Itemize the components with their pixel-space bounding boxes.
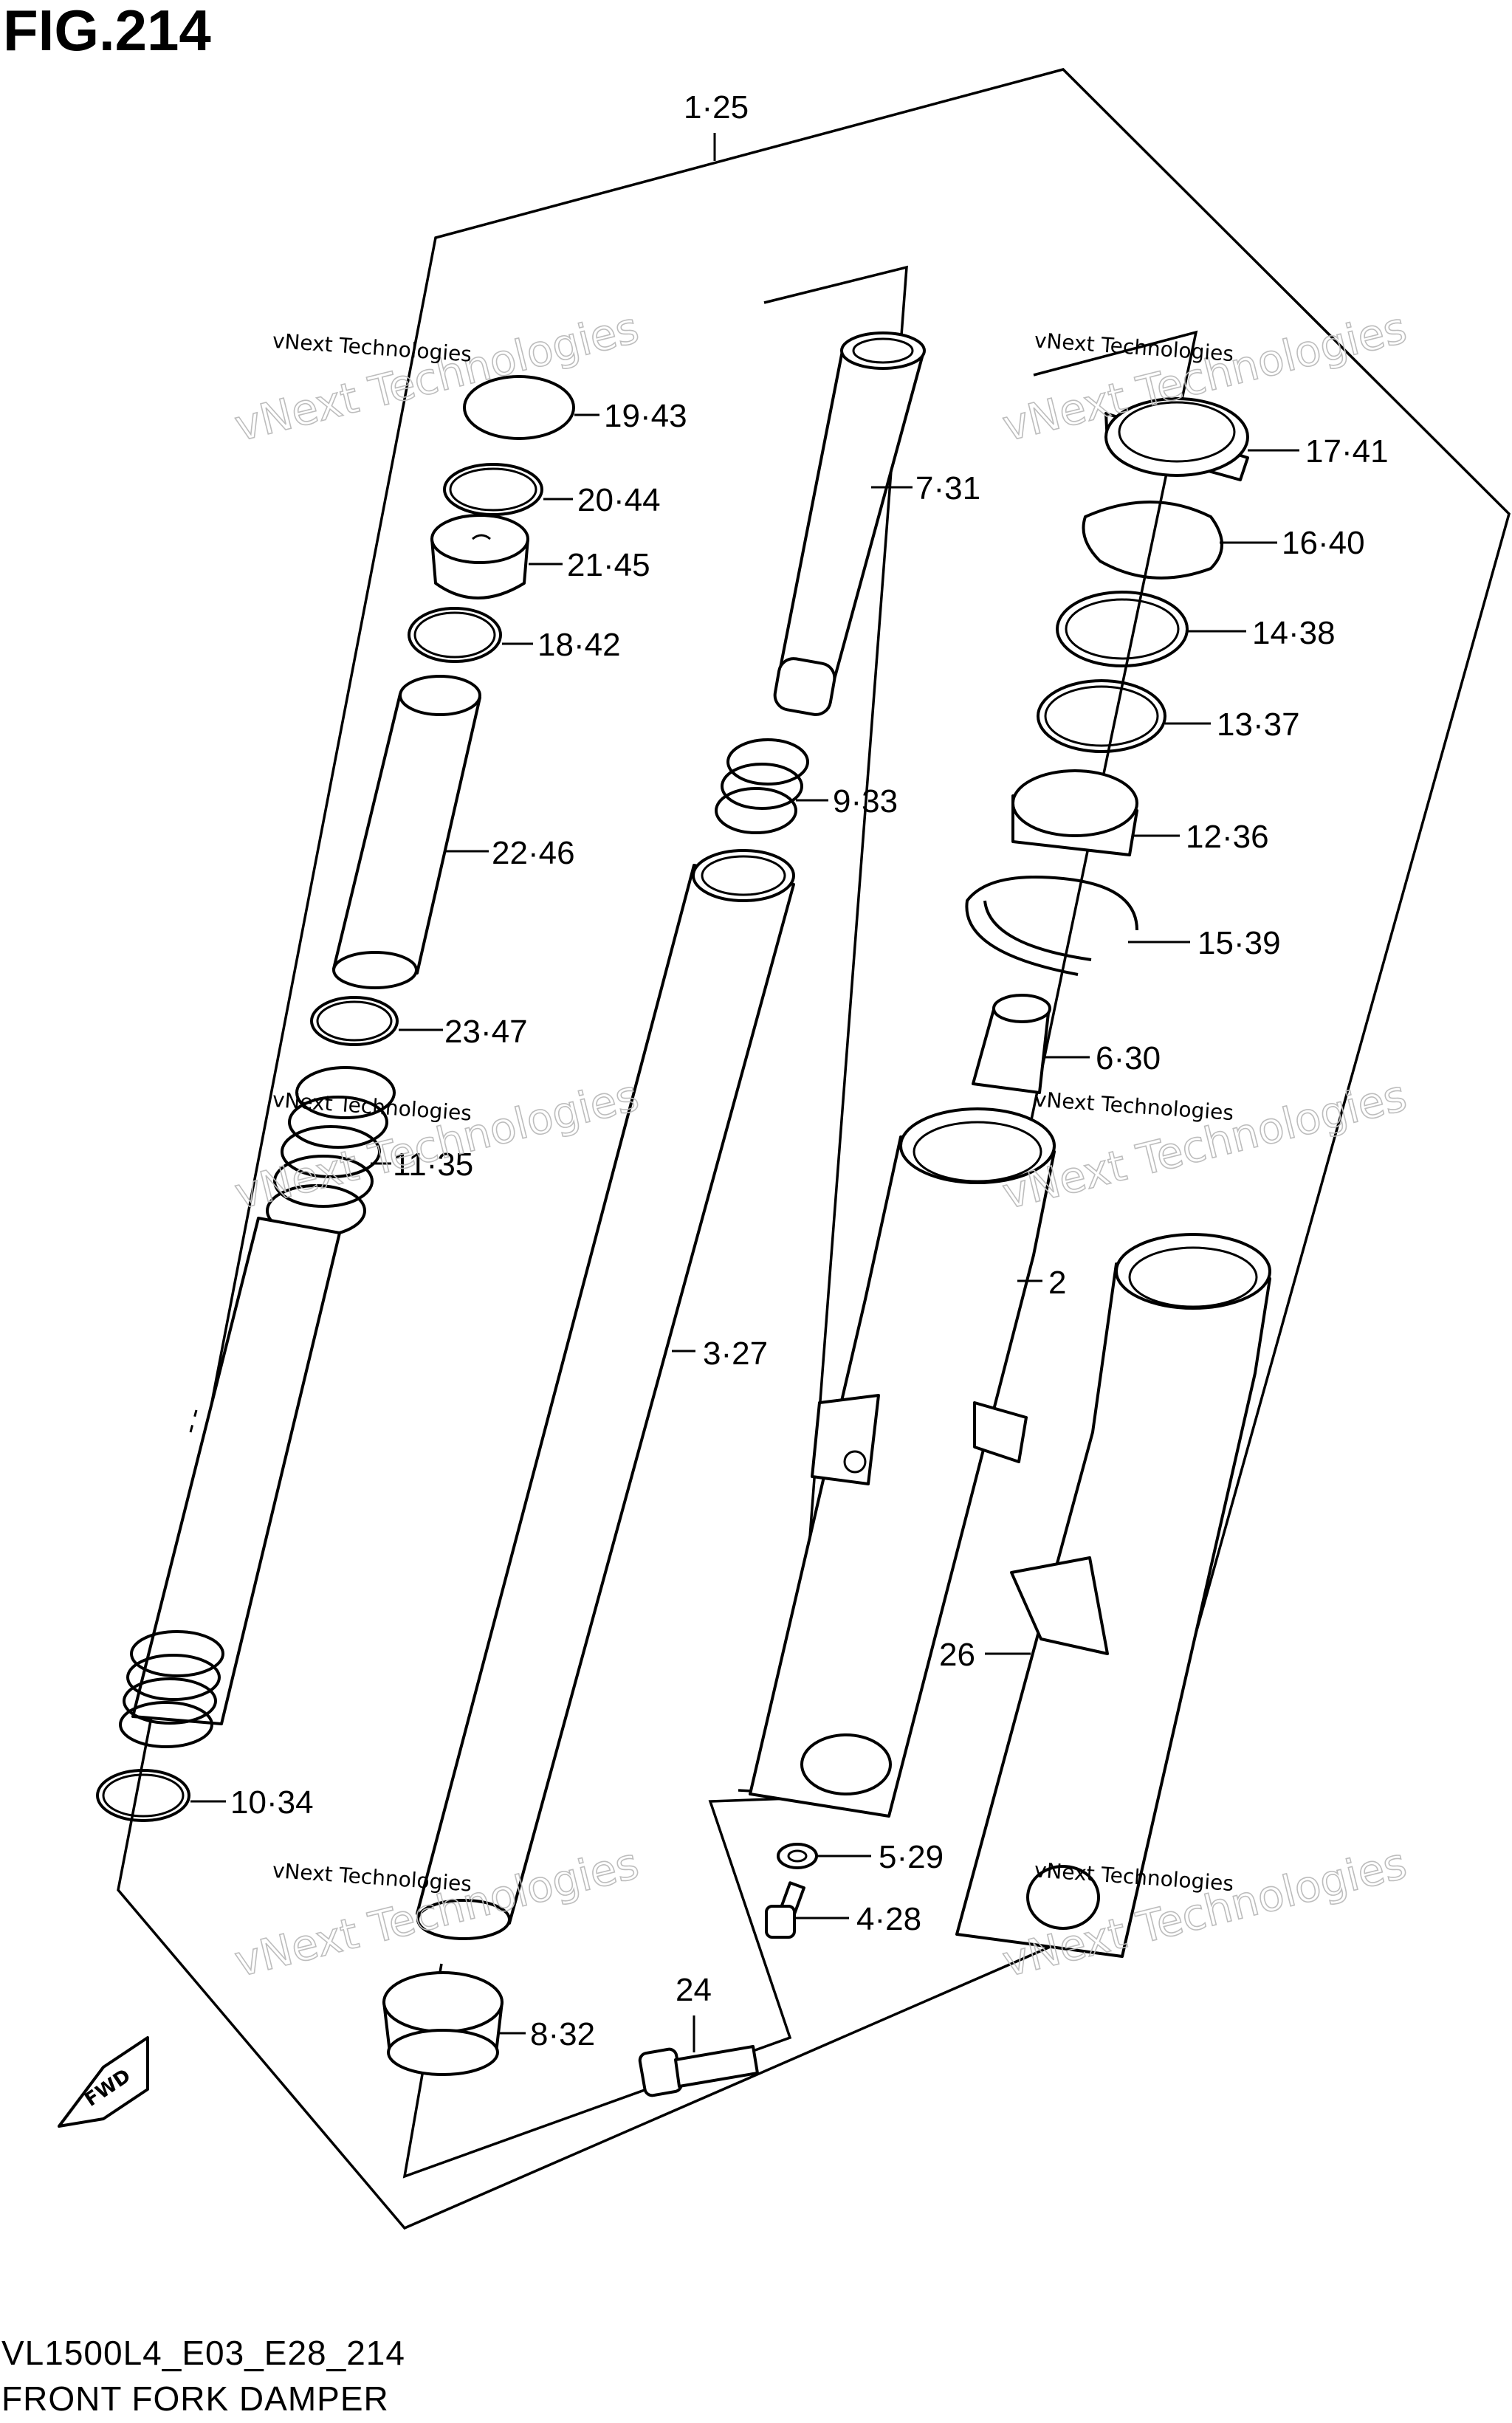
part-21-45-plug — [430, 514, 563, 599]
part-24-bolt — [638, 2015, 759, 2097]
callout-24: 24 — [676, 1972, 712, 2008]
callout-20-44: 20·44 — [577, 482, 661, 518]
part-16-40-stopper-ring — [1082, 501, 1277, 580]
callout-14-38: 14·38 — [1252, 615, 1336, 651]
part-6-30-oil-lock-piece — [972, 994, 1090, 1094]
callout-11-35: 11·35 — [393, 1147, 473, 1183]
callout-1-25: 1·25 — [684, 89, 749, 126]
callout-5-29: 5·29 — [879, 1839, 944, 1875]
model-code: VL1500L4_E03_E28_214 — [1, 2334, 405, 2372]
watermark-text: vNext Technologies — [272, 329, 472, 367]
watermark-mid-right: vNext Technologies vNext Technologies — [997, 1070, 1412, 1220]
part-19-43-cap — [463, 375, 599, 440]
callout-4-28: 4·28 — [856, 1901, 921, 1937]
callout-17-41: 17·41 — [1305, 433, 1389, 470]
watermark-top-left: vNext Technologies vNext Technologies — [230, 302, 645, 452]
figure-name: FRONT FORK DAMPER — [1, 2379, 389, 2418]
callout-8-32: 8·32 — [530, 2016, 595, 2052]
callout-10-34: 10·34 — [230, 1784, 314, 1821]
part-26-outer-tube — [955, 1233, 1271, 1958]
part-7-31-damper-rod — [773, 331, 926, 716]
part-22-46-tube — [332, 675, 489, 989]
callout-21-45: 21·45 — [567, 547, 650, 583]
part-11-35-spring — [119, 1066, 396, 1748]
part-5-29-washer — [777, 1843, 871, 1869]
watermark-text: vNext Technologies — [230, 303, 643, 452]
callout-23-47: 23·47 — [444, 1014, 528, 1050]
part-23-47-ring — [310, 996, 443, 1046]
part-13-37-oring — [1037, 679, 1211, 753]
part-9-33-spring — [715, 738, 828, 834]
callout-6-30: 6·30 — [1096, 1040, 1161, 1076]
callout-15-39: 15·39 — [1197, 925, 1281, 961]
watermark-mid-left: vNext Technologies vNext Technologies — [230, 1070, 645, 1220]
watermark-text: vNext Technologies — [1034, 328, 1234, 366]
figure-title: FIG.214 — [3, 0, 211, 63]
callout-19-43: 19·43 — [604, 398, 687, 434]
callout-16-40: 16·40 — [1282, 525, 1365, 561]
part-2-outer-tube — [749, 1107, 1056, 1818]
inner-frame-3-27 — [402, 265, 908, 2179]
part-8-32-bush — [382, 1971, 526, 2076]
callout-18-42: 18·42 — [537, 627, 621, 663]
callout-26: 26 — [939, 1637, 975, 1673]
part-17-41-oil-seal — [1104, 397, 1299, 481]
part-12-36-bush — [1011, 769, 1180, 856]
callout-2: 2 — [1048, 1265, 1066, 1301]
callout-7-31: 7·31 — [915, 470, 980, 506]
part-4-28-bolt — [765, 1881, 849, 1939]
part-15-39-circlip — [965, 876, 1190, 976]
callout-22-46: 22·46 — [492, 835, 575, 871]
fwd-arrow-icon: FWD — [58, 2036, 149, 2128]
callout-12-36: 12·36 — [1186, 819, 1269, 855]
part-20-44-circlip — [443, 463, 573, 516]
watermark-text: vNext Technologies — [272, 1087, 472, 1126]
callout-9-33: 9·33 — [833, 783, 898, 819]
part-10-34-ring — [96, 1769, 226, 1822]
callout-3-27: 3·27 — [703, 1336, 768, 1372]
part-14-38-washer — [1056, 591, 1246, 667]
callout-13-37: 13·37 — [1217, 707, 1300, 743]
part-18-42-oring — [408, 607, 533, 663]
part-3-27-inner-tube — [416, 849, 795, 1940]
watermark-text: vNext Technologies — [1034, 1087, 1234, 1125]
